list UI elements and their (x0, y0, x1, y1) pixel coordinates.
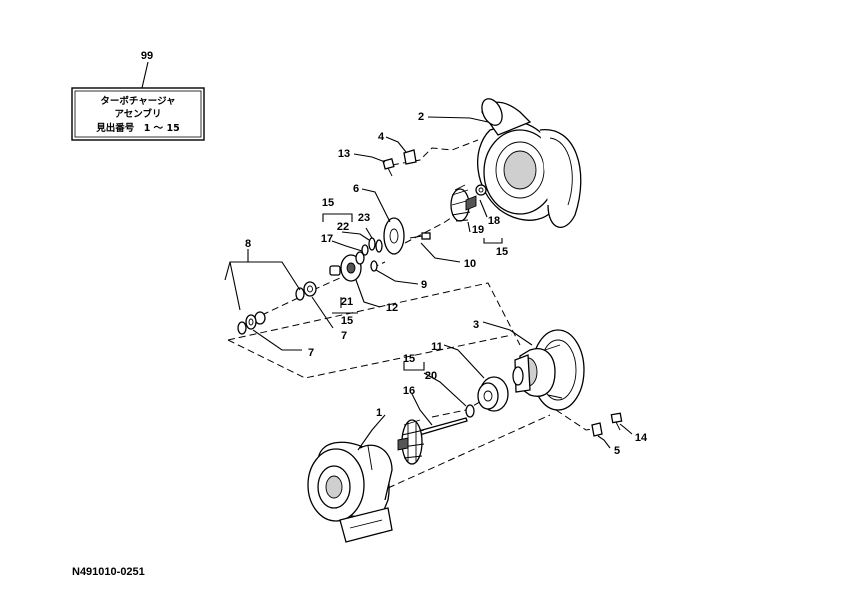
figure-code: N491010-0251 (72, 566, 145, 578)
turbine-shaft-and-wheel (397, 417, 468, 465)
callout-labels: 2 4 13 6 15 23 22 17 18 19 15 10 9 12 21… (245, 111, 648, 457)
center-housing (512, 329, 585, 411)
callout-7-lower: 7 (308, 347, 314, 359)
callout-6: 6 (353, 183, 359, 195)
compressor-housing (477, 98, 582, 228)
callout-19: 19 (472, 224, 484, 236)
callout-20: 21 (341, 296, 353, 308)
turbine-housing (307, 441, 393, 543)
pin (370, 260, 378, 272)
callout-7-right: 7 (341, 330, 347, 342)
callout-15-right: 15 (496, 246, 508, 258)
callout-13: 13 (338, 148, 350, 160)
callout-8: 8 (245, 238, 251, 250)
callout-14: 14 (635, 432, 648, 444)
callout-2: 2 (418, 111, 424, 123)
callout-5: 5 (614, 445, 620, 457)
callout-23: 23 (358, 212, 370, 224)
callout-15-upper: 15 (322, 197, 334, 209)
callout-3: 3 (473, 319, 479, 331)
leader-lines (224, 116, 633, 451)
compressor-wheel (450, 184, 477, 222)
journal-bearings (237, 281, 317, 335)
callout-1: 1 (376, 407, 382, 419)
callout-21: 20 (425, 370, 437, 382)
backplate (383, 217, 405, 255)
wheel-nut (475, 184, 487, 196)
assembly-box-line1: ターボチャージャ (100, 95, 175, 107)
callout-18: 18 (488, 215, 500, 227)
callout-17: 17 (321, 233, 333, 245)
callout-12: 12 (386, 302, 398, 314)
callout-15-lower: 15 (403, 353, 415, 365)
assembly-box-line3: 見出番号 1 ～ 15 (95, 122, 179, 134)
callout-15-middle: 15 (341, 315, 353, 327)
callout-9: 9 (421, 279, 427, 291)
assembly-box-line2: アセンブリ (114, 108, 161, 120)
callout-10: 10 (464, 258, 476, 270)
seal-ring-21 (465, 404, 475, 418)
callout-11: 11 (431, 341, 443, 353)
heat-shield (477, 376, 509, 412)
callout-16: 16 (403, 385, 415, 397)
assembly-ref-label: 99 (141, 50, 153, 62)
callout-4: 4 (378, 131, 385, 143)
callout-22: 22 (337, 221, 349, 233)
thrust-bearing (329, 251, 365, 282)
bracket-and-bolt (382, 149, 417, 177)
screw (409, 232, 431, 240)
assembly-box: ターボチャージャ アセンブリ 見出番号 1 ～ 15 99 (71, 50, 205, 141)
lower-bracket-and-bolt (591, 412, 623, 437)
seal-rings (361, 237, 383, 256)
